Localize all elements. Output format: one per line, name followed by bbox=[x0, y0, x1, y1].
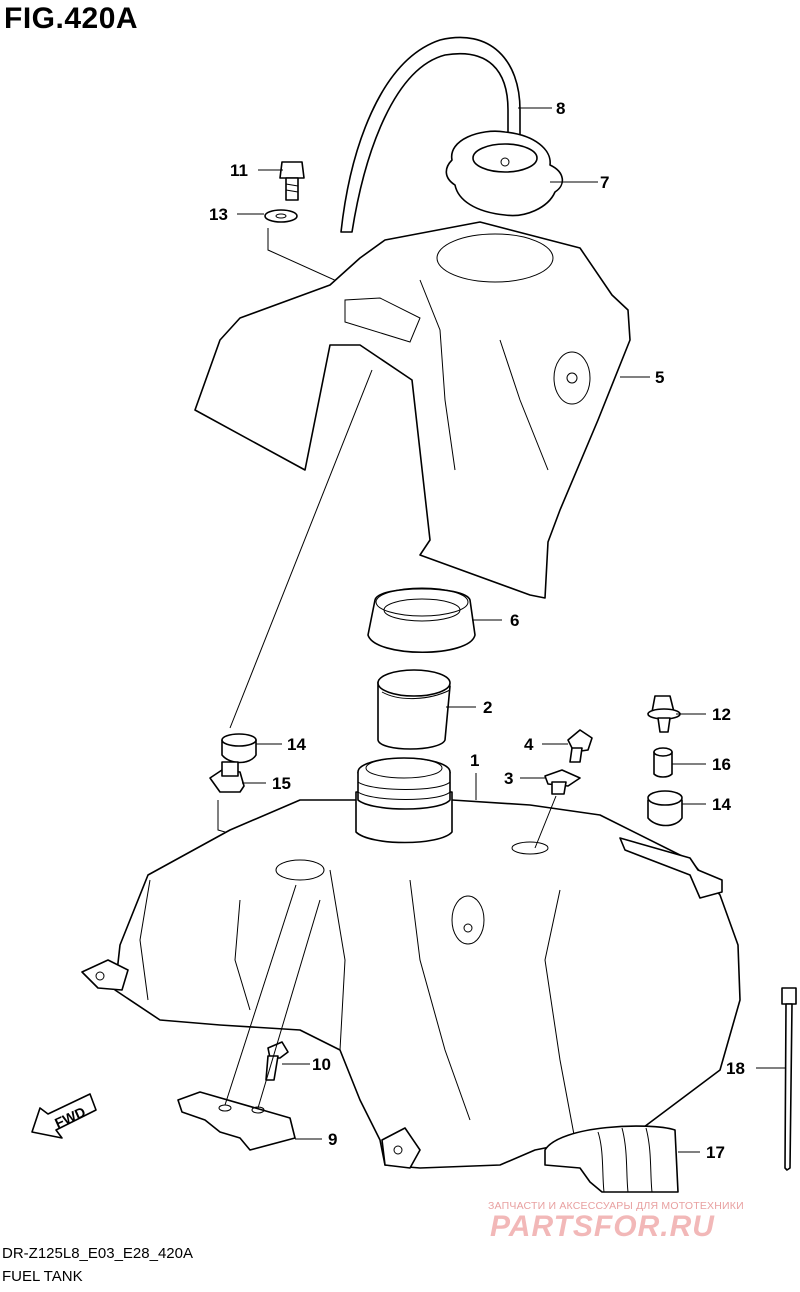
part-9-bracket[interactable] bbox=[177, 1091, 296, 1151]
callout-7: 7 bbox=[600, 173, 609, 192]
part-5-tank-cover[interactable] bbox=[194, 221, 631, 599]
callout-16: 16 bbox=[712, 755, 731, 774]
model-code: DR-Z125L8_E03_E28_420A bbox=[2, 1245, 193, 1262]
watermark-brand: PARTSFOR.RU bbox=[490, 1210, 715, 1243]
callout-10: 10 bbox=[312, 1055, 331, 1074]
callout-3: 3 bbox=[504, 769, 513, 788]
part-1-fuel-tank[interactable] bbox=[81, 757, 741, 1169]
callout-18: 18 bbox=[726, 1059, 745, 1078]
part-14-rubber-cushion-lower[interactable] bbox=[647, 790, 683, 827]
leader-cover-to-14 bbox=[229, 369, 373, 729]
callout-2: 2 bbox=[483, 698, 492, 717]
leader-tank-to-9b bbox=[257, 899, 321, 1109]
figure-title: FIG.420A bbox=[4, 2, 139, 35]
part-14-rubber-cushion-upper[interactable] bbox=[221, 733, 257, 764]
callout-1: 1 bbox=[470, 751, 479, 770]
part-2-filler-neck[interactable] bbox=[377, 669, 451, 750]
callout-14-upper: 14 bbox=[287, 735, 306, 754]
part-4-screw[interactable] bbox=[567, 729, 593, 763]
diagram-caption: FUEL TANK bbox=[2, 1268, 83, 1285]
callout-15: 15 bbox=[272, 774, 291, 793]
callout-12: 12 bbox=[712, 705, 731, 724]
callout-8: 8 bbox=[556, 99, 565, 118]
fwd-direction-arrow: FWD bbox=[31, 1093, 97, 1139]
callout-4: 4 bbox=[524, 735, 534, 754]
callout-9: 9 bbox=[328, 1130, 337, 1149]
part-3-nut-plate[interactable] bbox=[544, 769, 581, 795]
leader-tank-to-9a bbox=[224, 884, 297, 1106]
part-7-fuel-cap[interactable] bbox=[445, 130, 564, 217]
callout-11: 11 bbox=[230, 161, 248, 180]
part-15-grommet[interactable] bbox=[209, 761, 245, 793]
part-17-heat-protector[interactable] bbox=[544, 1125, 679, 1193]
part-12-bolt[interactable] bbox=[647, 695, 681, 733]
part-10-screw[interactable] bbox=[265, 1041, 289, 1081]
part-18-cable-tie[interactable] bbox=[781, 987, 797, 1171]
callout-17: 17 bbox=[706, 1143, 725, 1162]
watermark-subtitle: ЗАПЧАСТИ И АКСЕССУАРЫ ДЛЯ МОТОТЕХНИКИ bbox=[488, 1200, 744, 1212]
fwd-arrow-label: FWD bbox=[52, 1104, 88, 1132]
part-16-collar[interactable] bbox=[653, 747, 673, 778]
part-6-filler-gasket[interactable] bbox=[367, 587, 476, 654]
callout-6: 6 bbox=[510, 611, 519, 630]
callout-13: 13 bbox=[209, 205, 228, 224]
callout-14-lower: 14 bbox=[712, 795, 731, 814]
leader-3-to-tank bbox=[534, 795, 557, 849]
part-11-bolt[interactable] bbox=[279, 161, 305, 201]
callout-5: 5 bbox=[655, 368, 664, 387]
part-13-washer[interactable] bbox=[264, 209, 298, 223]
callout-leaders bbox=[237, 107, 786, 1153]
part-8-breather-hose[interactable] bbox=[340, 36, 521, 233]
